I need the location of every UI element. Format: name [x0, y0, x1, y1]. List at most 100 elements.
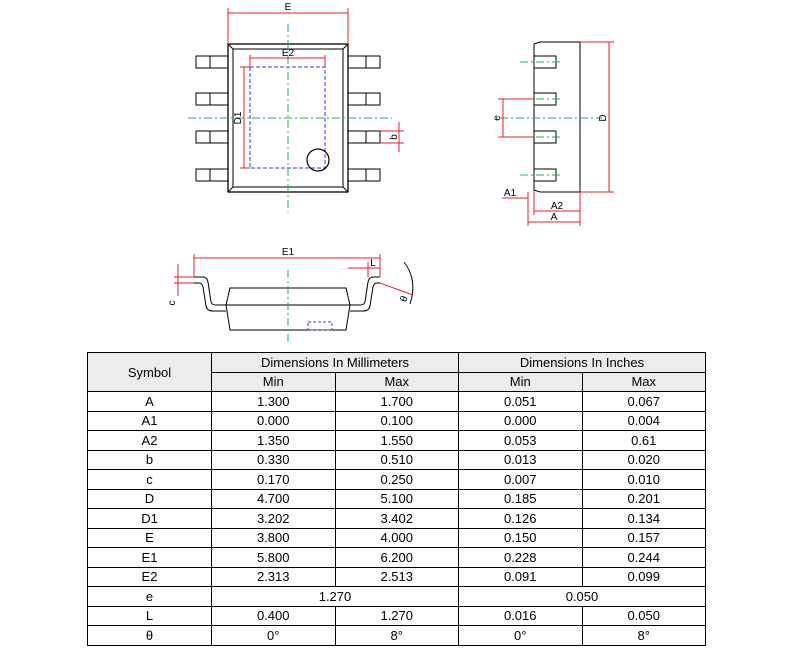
cell-symbol: c [87, 469, 212, 490]
label-A1: A1 [504, 188, 517, 199]
cell-mm-max: 0.100 [334, 410, 459, 431]
table-row: D1 3.202 3.402 0.126 0.134 [87, 508, 706, 529]
cell-mm-min: 5.800 [211, 547, 336, 568]
cell-in-min: 0.007 [458, 469, 583, 490]
top-view [188, 8, 404, 212]
label-b: b [389, 134, 400, 140]
cell-mm-min: 0.330 [211, 449, 336, 470]
cell-symbol: A1 [87, 410, 212, 431]
cell-mm-min: 0.400 [211, 605, 336, 626]
cell-symbol: D [87, 488, 212, 509]
cell-in-max: 0.61 [581, 430, 706, 451]
header-in-max: Max [581, 371, 706, 392]
table-row-e: e 1.270 0.050 [87, 586, 706, 607]
cell-symbol: θ [87, 625, 212, 646]
cell-in-min: 0.013 [458, 449, 583, 470]
cell-mm-min: 0.000 [211, 410, 336, 431]
cell-mm-max: 1.700 [334, 391, 459, 412]
label-e: e [492, 115, 503, 121]
cell-in-value: 0.050 [458, 586, 706, 607]
cell-in-max: 0.099 [581, 566, 706, 587]
cell-in-max: 0.067 [581, 391, 706, 412]
table-row: c 0.170 0.250 0.007 0.010 [87, 469, 706, 490]
cell-in-min: 0.053 [458, 430, 583, 451]
table-row: L 0.400 1.270 0.016 0.050 [87, 605, 706, 626]
cell-in-max: 0.050 [581, 605, 706, 626]
cell-mm-max: 0.510 [334, 449, 459, 470]
cell-mm-max: 0.250 [334, 469, 459, 490]
cell-in-max: 0.020 [581, 449, 706, 470]
cell-mm-min: 1.350 [211, 430, 336, 451]
package-drawings: E E2 D1 b [167, 2, 614, 344]
cell-in-min: 0.051 [458, 391, 583, 412]
cell-in-min: 0.150 [458, 527, 583, 548]
cell-mm-min: 3.202 [211, 508, 336, 529]
cell-mm-max: 5.100 [334, 488, 459, 509]
table-row: D 4.700 5.100 0.185 0.201 [87, 488, 706, 509]
cell-mm-min: 0.170 [211, 469, 336, 490]
top-left-leads [195, 55, 229, 182]
cell-mm-min: 4.700 [211, 488, 336, 509]
cell-mm-min: 2.313 [211, 566, 336, 587]
cell-mm-max: 4.000 [334, 527, 459, 548]
cell-mm-value: 1.270 [211, 586, 459, 607]
cell-symbol: E1 [87, 547, 212, 568]
cell-symbol: e [87, 586, 212, 607]
table-row: E2 2.313 2.513 0.091 0.099 [87, 566, 706, 587]
cell-in-max: 8° [581, 625, 706, 646]
dimensions-table: Symbol Dimensions In Millimeters Dimensi… [87, 352, 706, 646]
cell-mm-max: 8° [334, 625, 459, 646]
cell-in-max: 0.004 [581, 410, 706, 431]
cell-symbol: A [87, 391, 212, 412]
front-view [174, 254, 414, 344]
header-in-min: Min [458, 371, 583, 392]
table-row: θ 0° 8° 0° 8° [87, 625, 706, 646]
cell-symbol: L [87, 605, 212, 626]
cell-mm-max: 2.513 [334, 566, 459, 587]
label-E1: E1 [282, 247, 295, 258]
cell-symbol: E [87, 527, 212, 548]
cell-in-max: 0.134 [581, 508, 706, 529]
cell-mm-min: 1.300 [211, 391, 336, 412]
header-mm-min: Min [211, 371, 336, 392]
cell-symbol: D1 [87, 508, 212, 529]
cell-in-min: 0.126 [458, 508, 583, 529]
side-view [498, 41, 614, 226]
cell-in-max: 0.201 [581, 488, 706, 509]
label-D: D [598, 114, 609, 121]
table-row: b 0.330 0.510 0.013 0.020 [87, 449, 706, 470]
label-E2: E2 [282, 48, 295, 59]
cell-mm-min: 0° [211, 625, 336, 646]
cell-mm-min: 3.800 [211, 527, 336, 548]
cell-mm-max: 1.270 [334, 605, 459, 626]
cell-in-max: 0.157 [581, 527, 706, 548]
label-theta: θ [399, 294, 411, 303]
header-millimeters: Dimensions In Millimeters [211, 352, 459, 373]
cell-mm-max: 1.550 [334, 430, 459, 451]
table-row: A1 0.000 0.100 0.000 0.004 [87, 410, 706, 431]
cell-in-min: 0.000 [458, 410, 583, 431]
label-D1: D1 [233, 111, 244, 124]
label-c: c [167, 301, 178, 306]
label-E: E [285, 2, 292, 13]
header-symbol: Symbol [87, 352, 212, 392]
cell-symbol: E2 [87, 566, 212, 587]
cell-in-max: 0.244 [581, 547, 706, 568]
cell-in-min: 0.185 [458, 488, 583, 509]
top-right-leads [347, 55, 381, 182]
table-row: A2 1.350 1.550 0.053 0.61 [87, 430, 706, 451]
table-row: E 3.800 4.000 0.150 0.157 [87, 527, 706, 548]
cell-in-min: 0° [458, 625, 583, 646]
cell-in-min: 0.228 [458, 547, 583, 568]
cell-symbol: A2 [87, 430, 212, 451]
label-A2: A2 [551, 201, 564, 212]
cell-in-min: 0.091 [458, 566, 583, 587]
cell-mm-max: 6.200 [334, 547, 459, 568]
cell-in-max: 0.010 [581, 469, 706, 490]
table-row: A 1.300 1.700 0.051 0.067 [87, 391, 706, 412]
cell-in-min: 0.016 [458, 605, 583, 626]
header-mm-max: Max [334, 371, 459, 392]
cell-mm-max: 3.402 [334, 508, 459, 529]
label-A: A [551, 212, 558, 223]
label-L: L [370, 258, 376, 269]
